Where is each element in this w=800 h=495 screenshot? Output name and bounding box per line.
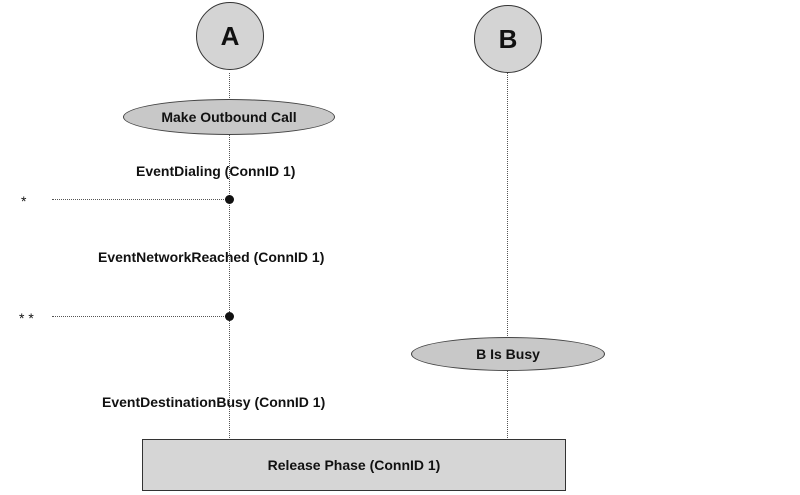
party-a-label: A — [220, 20, 240, 51]
dialing-event-dot — [225, 195, 234, 204]
network-reached-event-dot — [225, 312, 234, 321]
note-marker-double: * * — [19, 310, 34, 326]
party-a-circle: A — [196, 2, 264, 70]
party-b-label: B — [498, 23, 518, 54]
event-destination-busy-label: EventDestinationBusy (ConnID 1) — [102, 394, 326, 410]
event-dialing-label: EventDialing (ConnID 1) — [136, 163, 296, 179]
event-network-reached-label: EventNetworkReached (ConnID 1) — [98, 249, 325, 265]
make-outbound-call-oval: Make Outbound Call — [123, 99, 335, 135]
release-phase-label: Release Phase (ConnID 1) — [267, 457, 441, 473]
network-reached-dotted-line — [52, 316, 228, 317]
lifeline-a — [229, 73, 230, 438]
party-b-circle: B — [474, 5, 542, 73]
note-marker-single: * — [21, 193, 27, 209]
release-phase-box: Release Phase (ConnID 1) — [142, 439, 566, 491]
dialing-dotted-line — [52, 199, 228, 200]
b-is-busy-oval: B Is Busy — [411, 337, 605, 371]
lifeline-b — [507, 73, 508, 438]
make-outbound-call-label: Make Outbound Call — [161, 109, 297, 125]
b-is-busy-label: B Is Busy — [476, 346, 540, 362]
